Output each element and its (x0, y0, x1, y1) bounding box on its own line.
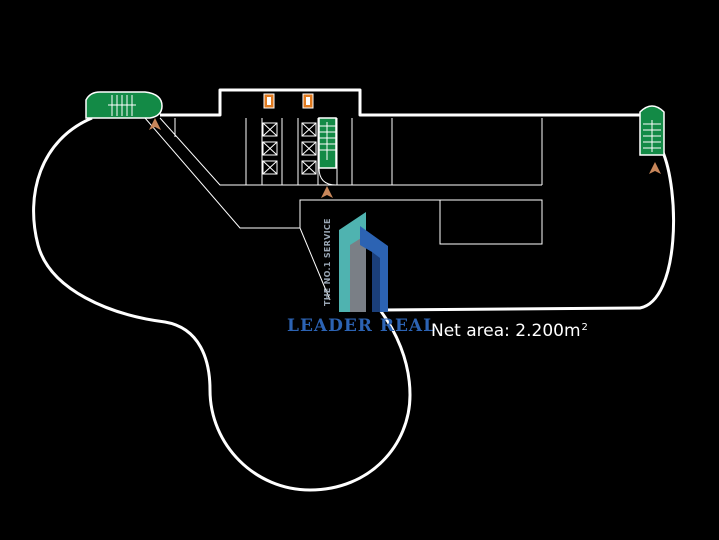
logo-tagline: THE NO.1 SERVICE (323, 218, 332, 306)
net-area-unit-superscript: 2 (581, 322, 588, 333)
stair-icon (639, 105, 665, 156)
net-area-label: Net area: 2.200m2 (431, 318, 588, 341)
logo-brand-name: LEADER REAL (287, 316, 437, 336)
core-walls (144, 117, 543, 301)
entrance-arrow-icon (149, 118, 161, 130)
fire-extinguisher-icon (302, 93, 314, 109)
stair-icon (85, 91, 163, 119)
net-area-text: Net area: 2.200m (431, 321, 581, 341)
entrance-arrow-icon (649, 162, 661, 174)
entrance-arrow-icon (321, 186, 333, 198)
stair-icon (318, 117, 337, 186)
logo-building-icon (339, 212, 388, 312)
elevator-icon (262, 122, 317, 175)
building-outline (32, 88, 675, 492)
fire-extinguisher-icon (263, 93, 275, 109)
